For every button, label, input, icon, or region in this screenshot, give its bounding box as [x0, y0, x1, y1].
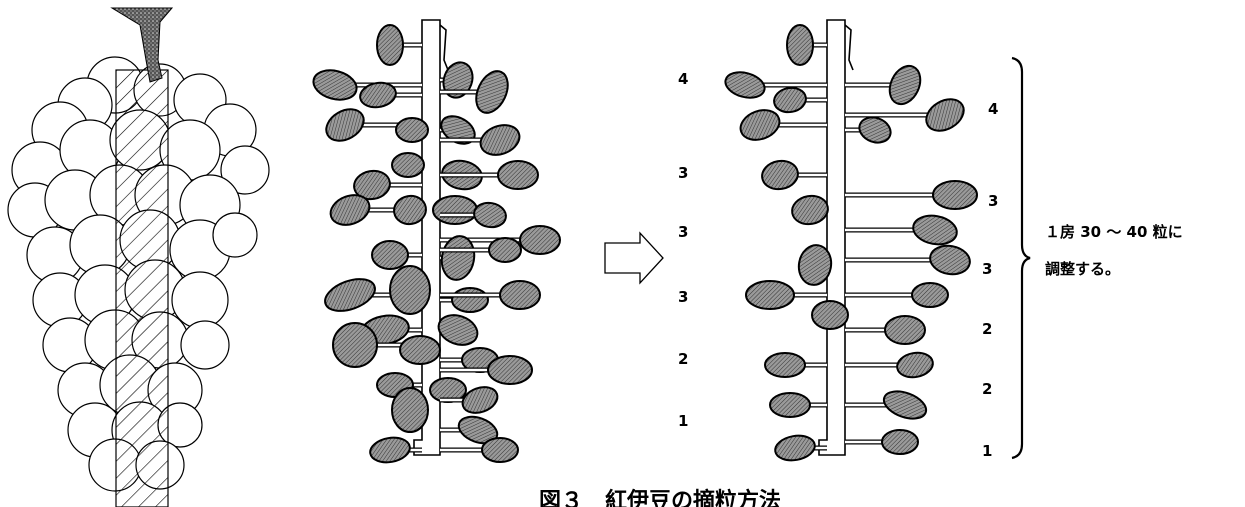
grape-berry — [489, 238, 521, 262]
grape-berry — [470, 66, 514, 118]
grape-berry — [377, 25, 403, 65]
grape-berry — [436, 111, 479, 150]
grape-berry — [723, 68, 768, 102]
grape-berry — [885, 316, 925, 344]
grape-berry — [482, 438, 518, 462]
grape-berry — [911, 212, 959, 247]
grape-berry — [933, 181, 977, 209]
grape-berry — [433, 196, 477, 224]
count-label: 2 — [982, 382, 992, 397]
count-label: 3 — [982, 262, 992, 277]
stem-tip — [440, 25, 448, 70]
adjust-note-line2: 調整する。 — [1045, 258, 1120, 280]
grape-berry — [368, 435, 412, 466]
grape-berry — [181, 321, 229, 369]
grape-berry — [392, 388, 428, 432]
grape-berry — [884, 61, 926, 109]
grape-berry — [321, 273, 379, 317]
count-label: 3 — [678, 225, 688, 240]
stem-tip — [845, 25, 853, 70]
count-label: 4 — [988, 102, 998, 117]
grape-berry — [856, 113, 894, 146]
grape-berry — [928, 243, 972, 278]
grape-berry — [213, 213, 257, 257]
adjust-note-line1: １房 30 〜 40 粒に — [1045, 221, 1183, 243]
grape-berry — [396, 118, 428, 142]
grape-berry — [498, 161, 538, 189]
grape-berry — [452, 288, 488, 312]
hatched-thinning-band — [116, 70, 168, 507]
grape-berry — [310, 66, 360, 104]
grape-berry — [472, 200, 508, 229]
grape-berry — [880, 386, 930, 424]
count-label: 3 — [678, 166, 688, 181]
grape-cluster — [8, 57, 269, 507]
count-label: 1 — [982, 444, 992, 459]
grape-berry — [787, 25, 813, 65]
grape-berry — [773, 433, 817, 464]
grape-berry — [439, 58, 478, 101]
grape-berry — [772, 85, 808, 114]
rachis-before-thinning — [310, 20, 560, 465]
grape-berry — [372, 241, 408, 269]
grape-berry — [812, 301, 848, 329]
grape-berry — [912, 283, 948, 307]
grape-berry — [400, 336, 440, 364]
grape-berry — [390, 266, 430, 314]
grape-berry — [746, 281, 794, 309]
grape-berry — [172, 272, 228, 328]
grape-berry — [488, 356, 532, 384]
grape-berry — [434, 310, 481, 350]
grape-berry — [765, 353, 805, 377]
count-label: 2 — [678, 352, 688, 367]
count-label: 4 — [678, 72, 688, 87]
grape-berry — [321, 103, 370, 147]
grape-berry — [736, 105, 783, 145]
grape-berry — [760, 158, 800, 192]
right-arrow-icon — [605, 233, 663, 283]
grape-berry — [392, 153, 424, 177]
grape-berry — [476, 120, 523, 160]
grape-berry — [500, 281, 540, 309]
grape-berry — [520, 226, 560, 254]
grape-berry — [882, 430, 918, 454]
grape-berry — [770, 393, 810, 417]
rachis-after-thinning — [723, 20, 977, 463]
count-label: 2 — [982, 322, 992, 337]
bracket — [1012, 58, 1030, 458]
count-label: 1 — [678, 414, 688, 429]
count-label: 3 — [678, 290, 688, 305]
grape-berry — [895, 350, 935, 380]
count-label: 3 — [988, 194, 998, 209]
figure-caption: 図３ 紅伊豆の摘粒方法 — [400, 488, 920, 507]
grape-berry — [921, 93, 970, 137]
grape-berry — [790, 193, 830, 227]
grape-berry — [333, 323, 377, 367]
